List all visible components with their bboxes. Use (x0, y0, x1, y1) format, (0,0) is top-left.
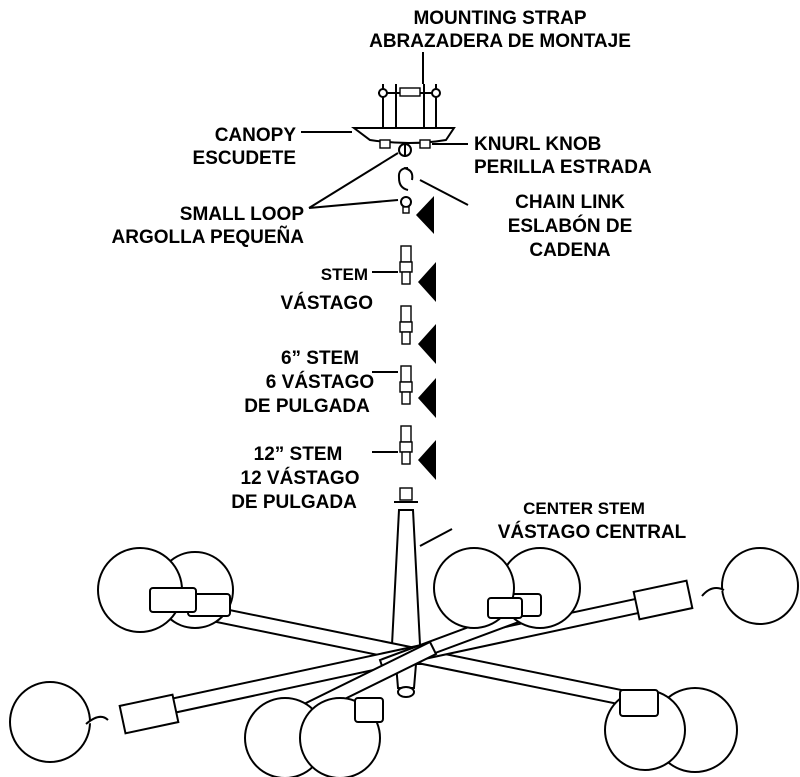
arrow-pointer-icon (418, 440, 436, 480)
knurl-knob-label: KNURL KNOB (474, 134, 601, 155)
arrow-pointer-icon (418, 378, 436, 418)
stem-6-label-es-2: DE PULGADA (244, 396, 370, 417)
stem-segment (399, 245, 413, 285)
bulb-icon (632, 547, 799, 625)
stem-12-segment (399, 425, 413, 465)
stem-6-label: 6” STEM (281, 348, 359, 369)
chain-link-label: CHAIN LINK (515, 192, 625, 213)
arrow-pointer-icon (418, 324, 436, 364)
bulb-icon (97, 547, 197, 633)
chain-link (397, 167, 414, 191)
knurl-knob-label-es: PERILLA ESTRADA (474, 157, 652, 178)
stem-6-segment (399, 365, 413, 405)
knurl-knob (398, 143, 412, 157)
bulb-icon (433, 547, 523, 629)
bulb-icon (9, 681, 180, 763)
chain-link-label-es-2: CADENA (529, 240, 611, 261)
center-stem-label-es: VÁSTAGO CENTRAL (498, 521, 687, 543)
stem-12-label-es-2: DE PULGADA (231, 492, 357, 513)
leader-lines (301, 131, 469, 547)
stem-segment (399, 305, 413, 345)
bulb-icon (299, 697, 384, 777)
mounting-strap (378, 52, 441, 128)
stem-label-es: VÁSTAGO (280, 292, 373, 314)
mounting-strap-label-es: ABRAZADERA DE MONTAJE (369, 31, 631, 52)
canopy-label: CANOPY (215, 125, 297, 146)
canopy-label-es: ESCUDETE (193, 148, 296, 169)
arrow-pointer-icon (418, 262, 436, 302)
small-loop (400, 196, 412, 214)
stem-6-label-es-1: 6 VÁSTAGO (266, 371, 374, 393)
stem-label: STEM (321, 265, 368, 284)
mounting-strap-label: MOUNTING STRAP (413, 8, 586, 29)
stem-12-label-es-1: 12 VÁSTAGO (241, 467, 360, 489)
center-stem-label: CENTER STEM (523, 499, 645, 518)
arrow-pointer-icon (416, 196, 434, 234)
stem-12-label: 12” STEM (254, 444, 343, 465)
bulb-icon (604, 689, 686, 771)
chain-link-label-es-1: ESLABÓN DE (508, 215, 633, 237)
small-loop-label-es: ARGOLLA PEQUEÑA (112, 226, 305, 248)
canopy (351, 127, 456, 149)
small-loop-label: SMALL LOOP (180, 204, 305, 225)
